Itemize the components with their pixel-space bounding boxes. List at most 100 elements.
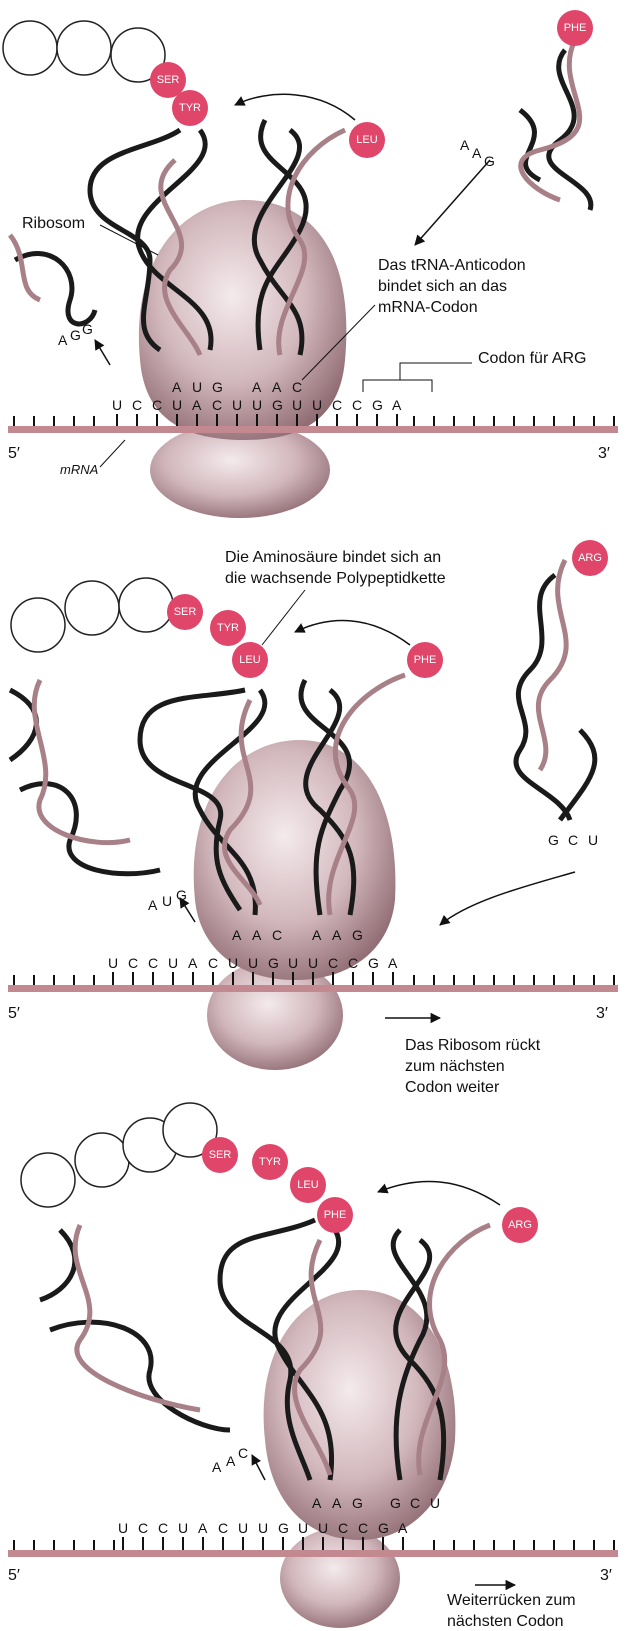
chain-bead (11, 598, 65, 652)
mrna-base: C (132, 397, 142, 413)
chain-bead (3, 21, 57, 75)
mrna-base: C (148, 955, 158, 971)
panel-2: SER TYR LEU PHE ARG A U G A A C A A G G … (8, 540, 618, 1096)
free-anticodon: A A G (460, 137, 495, 169)
mrna-base: U (248, 955, 258, 971)
mrna-base: A (192, 397, 202, 413)
exit-arrow (252, 1455, 265, 1480)
mrna-base: A (398, 1520, 408, 1536)
transfer-arrow (295, 621, 410, 645)
trna-free-strand (516, 575, 595, 820)
site-anticodon-2: G C U (390, 1495, 440, 1511)
incoming-amino-acid-label: PHE (414, 654, 437, 666)
mrna-base: C (138, 1520, 148, 1536)
ribosome-large-subunit (194, 740, 396, 980)
mrna-base: G (372, 397, 383, 413)
codon-label: Codon für ARG (478, 350, 587, 367)
three-prime-label: 3′ (596, 1005, 608, 1022)
svg-text:G: G (352, 927, 363, 943)
transfer-arrow (378, 1181, 500, 1205)
mrna-base: U (292, 397, 302, 413)
svg-text:G: G (82, 321, 93, 337)
svg-text:A: A (252, 379, 262, 395)
svg-text:A: A (332, 1495, 342, 1511)
ribosome-leader (100, 225, 158, 255)
move-label-line: zum nächsten (405, 1058, 505, 1075)
amino-acid-label: SER (174, 606, 197, 618)
svg-text:G: G (390, 1495, 401, 1511)
amino-acid-label: LEU (239, 654, 260, 666)
mrna-label: mRNA (60, 462, 98, 477)
move-label-line: nächsten Codon (447, 1613, 564, 1630)
svg-text:A: A (460, 137, 470, 153)
incoming-amino-acid-label: ARG (508, 1219, 532, 1231)
mrna-base: U (112, 397, 122, 413)
three-prime-label: 3′ (598, 445, 610, 462)
mrna-base: U (228, 955, 238, 971)
trna-exit-strand-b (75, 1225, 200, 1410)
approach-arrow (415, 160, 490, 245)
free-amino-acid-label: ARG (578, 552, 602, 564)
chain-bead (57, 21, 111, 75)
mrna-base: A (198, 1520, 208, 1536)
svg-text:G: G (176, 887, 187, 903)
svg-text:C: C (568, 832, 578, 848)
svg-text:G: G (484, 153, 495, 169)
svg-text:A: A (312, 1495, 322, 1511)
amino-acid-label: PHE (324, 1209, 347, 1221)
mrna-base: G (272, 397, 283, 413)
trna-exit-strand-b (34, 680, 130, 843)
svg-text:A: A (172, 379, 182, 395)
chain-bead (119, 578, 173, 632)
aa-bind-label-line: Die Aminosäure bindet sich an (225, 549, 441, 566)
codon-bracket (363, 363, 472, 392)
mrna-base: U (252, 397, 262, 413)
three-prime-label: 3′ (600, 1567, 612, 1584)
mrna-base: U (298, 1520, 308, 1536)
svg-text:U: U (430, 1495, 440, 1511)
mrna-strand (8, 985, 618, 992)
panel-1: SER TYR LEU PHE A G G A U G A A C A A G (3, 10, 618, 518)
mrna-base: C (218, 1520, 228, 1536)
site-anticodon-1: A A G (312, 1495, 363, 1511)
mrna-base: U (118, 1520, 128, 1536)
svg-text:A: A (148, 897, 158, 913)
mrna-base: C (208, 955, 218, 971)
mrna-base: A (188, 955, 198, 971)
site-anticodon-1: A A C (232, 927, 282, 943)
approach-arrow (440, 872, 575, 925)
exit-anticodon: A U G (148, 887, 187, 913)
aa-bind-label-line: die wachsende Polypeptidkette (225, 570, 446, 587)
mrna-base: C (328, 955, 338, 971)
chain-bead (21, 1153, 75, 1207)
amino-acid-label: LEU (297, 1179, 318, 1191)
svg-text:A: A (58, 332, 68, 348)
five-prime-label: 5′ (8, 1567, 20, 1584)
mrna-base: G (278, 1520, 289, 1536)
mrna-base: C (152, 397, 162, 413)
site-anticodon-2: A A G (312, 927, 363, 943)
anticodon-label-line: Das tRNA-Anticodon (378, 257, 526, 274)
exit-anticodon: A A C (212, 1445, 248, 1475)
mrna-base: G (268, 955, 279, 971)
svg-text:C: C (238, 1445, 248, 1461)
mrna-base: C (332, 397, 342, 413)
mrna-base: C (158, 1520, 168, 1536)
mrna-base: C (358, 1520, 368, 1536)
amino-acid-label: TYR (259, 1156, 281, 1168)
mrna-base: U (178, 1520, 188, 1536)
site-anticodon-2: A A C (252, 379, 302, 395)
svg-text:A: A (312, 927, 322, 943)
mrna-leader (100, 440, 125, 467)
mrna-base: A (388, 955, 398, 971)
mrna-base: U (238, 1520, 248, 1536)
site-anticodon-1: A U G (172, 379, 223, 395)
move-label-line: Das Ribosom rückt (405, 1037, 541, 1054)
move-label-line: Weiterrücken zum (447, 1592, 576, 1609)
svg-text:C: C (292, 379, 302, 395)
